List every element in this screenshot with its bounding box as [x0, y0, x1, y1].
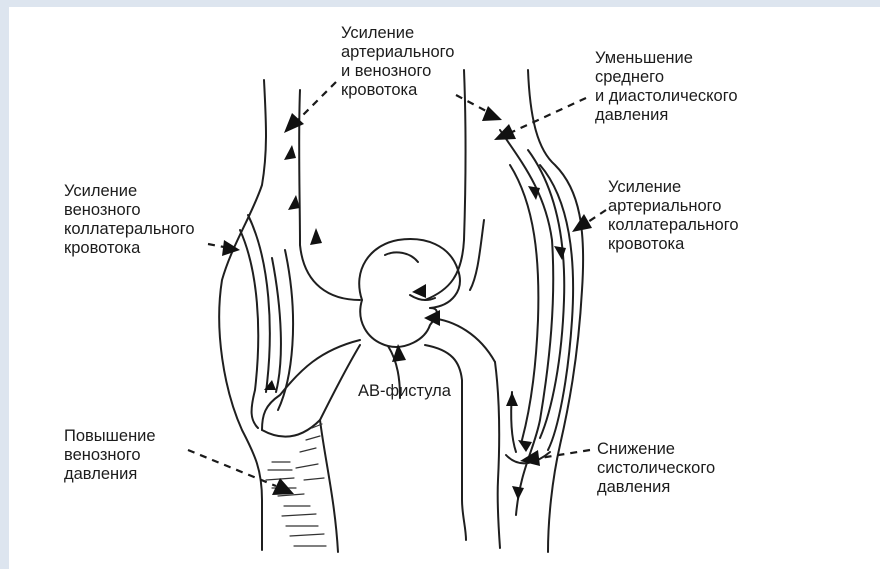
- label-arterial-venous-flow: Усиление артериального и венозного крово…: [341, 24, 454, 100]
- label-line: коллатерального: [64, 220, 195, 239]
- label-line: и венозного: [341, 62, 454, 81]
- label-line: кровотока: [64, 239, 195, 258]
- label-line: кровотока: [341, 81, 454, 100]
- label-line: Снижение: [597, 440, 715, 459]
- label-line: среднего: [595, 68, 738, 87]
- label-line: кровотока: [608, 235, 739, 254]
- label-av-fistula: АВ-фистула: [358, 382, 451, 401]
- fistula-mass: [359, 70, 495, 540]
- label-line: систолического: [597, 459, 715, 478]
- flow-arrows: [264, 145, 566, 500]
- label-line: Усиление: [608, 178, 739, 197]
- label-line: Усиление: [64, 182, 195, 201]
- annotation-arrows: [188, 82, 606, 495]
- label-line: АВ-фистула: [358, 382, 451, 401]
- label-arterial-collateral-flow: Усиление артериального коллатерального к…: [608, 178, 739, 254]
- label-line: давления: [64, 465, 156, 484]
- label-line: артериального: [341, 43, 454, 62]
- label-line: коллатерального: [608, 216, 739, 235]
- label-venous-pressure: Повышение венозного давления: [64, 427, 156, 484]
- label-line: артериального: [608, 197, 739, 216]
- label-line: и диастолического: [595, 87, 738, 106]
- label-line: Уменьшение: [595, 49, 738, 68]
- label-line: Усиление: [341, 24, 454, 43]
- label-line: Повышение: [64, 427, 156, 446]
- label-line: давления: [597, 478, 715, 497]
- artery-drawing: [495, 70, 583, 552]
- label-line: давления: [595, 106, 738, 125]
- label-mean-diastolic-pressure: Уменьшение среднего и диастолического да…: [595, 49, 738, 125]
- label-line: венозного: [64, 201, 195, 220]
- label-systolic-pressure: Снижение систолического давления: [597, 440, 715, 497]
- label-line: венозного: [64, 446, 156, 465]
- label-venous-collateral-flow: Усиление венозного коллатерального крово…: [64, 182, 195, 258]
